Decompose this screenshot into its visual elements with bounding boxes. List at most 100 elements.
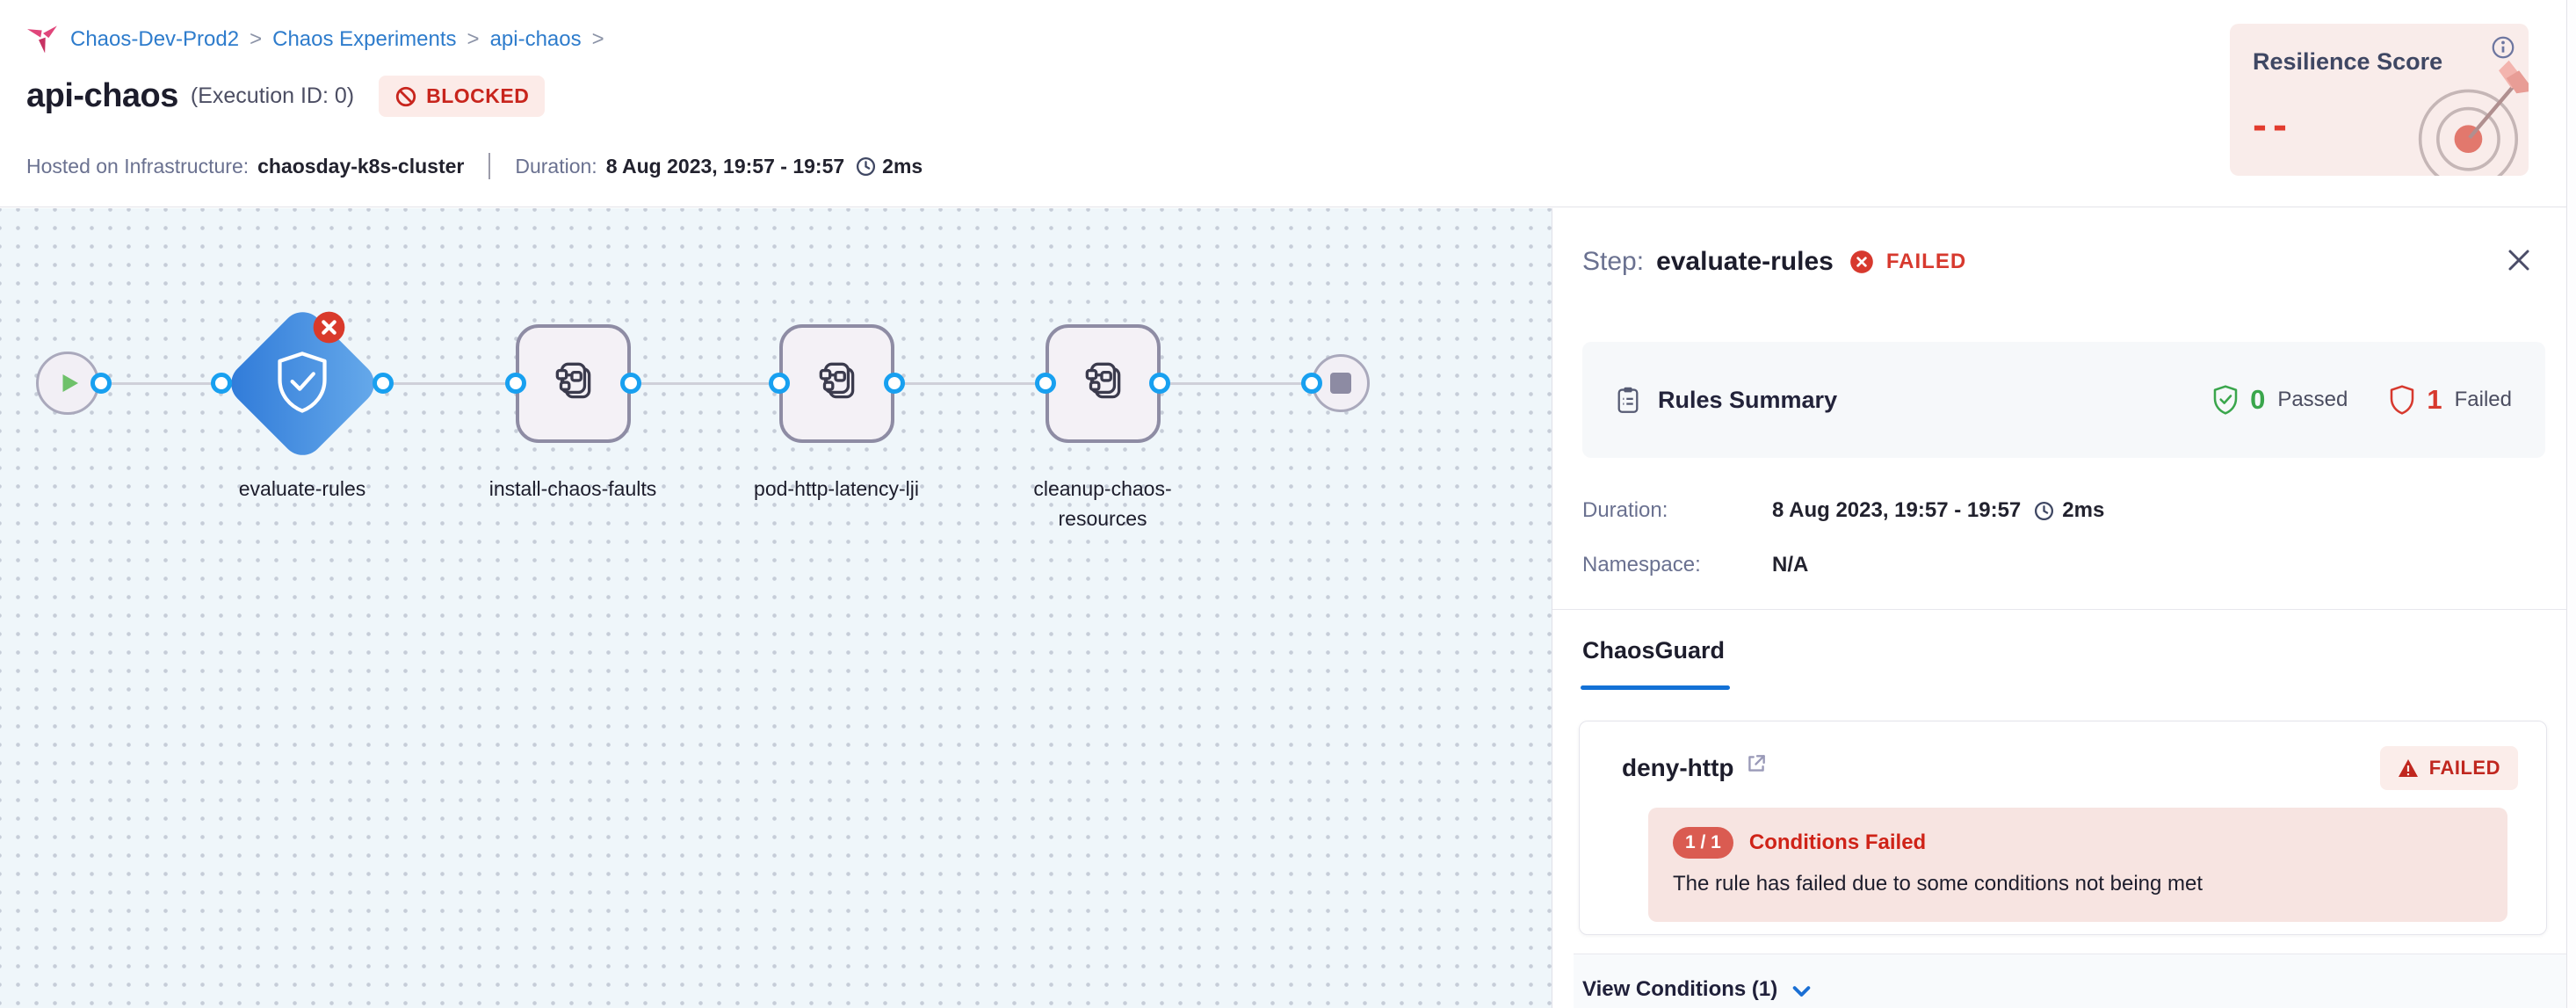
- target-illustration-icon: [2397, 55, 2529, 176]
- duration-elapsed: 2ms: [882, 154, 923, 178]
- rule-status-badge: FAILED: [2379, 746, 2518, 790]
- shield-failed-icon: [2388, 384, 2416, 416]
- infra-label: Hosted on Infrastructure:: [26, 154, 250, 178]
- node-evaluate-rules[interactable]: [222, 303, 383, 464]
- step-status-label: FAILED: [1885, 250, 1967, 273]
- rule-card-deny-http: deny-http FAILED: [1579, 721, 2547, 935]
- step-failed-badge-icon: [312, 310, 346, 344]
- conditions-failed-alert: 1 / 1 Conditions Failed The rule has fai…: [1648, 808, 2507, 922]
- passed-label: Passed: [2277, 388, 2348, 411]
- panel-footer: View Conditions (1): [1574, 954, 2576, 1008]
- tab-active-indicator: [1581, 685, 1730, 690]
- canvas-edge-dots: [0, 1003, 1552, 1008]
- connector-port: [884, 373, 905, 394]
- breadcrumb-experiments[interactable]: Chaos Experiments: [272, 26, 457, 51]
- connector-port: [211, 373, 232, 394]
- infra-value: chaosday-k8s-cluster: [257, 154, 465, 178]
- view-conditions-button[interactable]: View Conditions (1): [1582, 975, 1813, 1003]
- resilience-score-card: Resilience Score --: [2230, 24, 2529, 176]
- shield-passed-icon: [2211, 384, 2240, 416]
- step-label: Step:: [1582, 247, 1645, 276]
- conditions-failed-message: The rule has failed due to some conditio…: [1673, 872, 2203, 896]
- panel-duration-label: Duration:: [1582, 498, 1668, 522]
- breadcrumb-project[interactable]: Chaos-Dev-Prod2: [70, 26, 240, 51]
- passed-count: 0: [2250, 384, 2266, 415]
- edge: [631, 382, 779, 385]
- view-conditions-label: View Conditions (1): [1582, 976, 1778, 1001]
- rule-status-label: FAILED: [2428, 757, 2500, 779]
- node-pod-http-latency[interactable]: [779, 324, 894, 443]
- step-group-icon: [1079, 357, 1128, 410]
- clipboard-icon: [1616, 386, 1640, 414]
- conditions-ratio-pill: 1 / 1: [1673, 827, 1733, 859]
- step-details-panel: Step: evaluate-rules FAILED: [1552, 208, 2576, 1008]
- edge: [383, 382, 516, 385]
- node-install-chaos-faults[interactable]: [516, 324, 631, 443]
- connector-port: [769, 373, 790, 394]
- node-label-install-chaos-faults: install-chaos-faults: [488, 477, 657, 500]
- rule-name-link[interactable]: deny-http: [1622, 754, 1734, 781]
- resilience-score-value: --: [2253, 102, 2293, 149]
- connector-port: [1035, 373, 1056, 394]
- rules-summary-title: Rules Summary: [1658, 386, 1838, 413]
- connector-port: [505, 373, 526, 394]
- panel-divider: [1552, 609, 2576, 610]
- edge: [101, 382, 221, 385]
- connector-port: [620, 373, 641, 394]
- connector-port: [90, 373, 112, 394]
- duration-row: Duration: 8 Aug 2023, 19:57 - 19:57 2ms: [1582, 498, 2104, 523]
- node-label-pod-http-latency: pod-http-latency-lji: [754, 477, 919, 500]
- panel-duration-elapsed: 2ms: [2062, 498, 2105, 522]
- status-badge-label: BLOCKED: [426, 84, 530, 107]
- page-scrollbar[interactable]: [2566, 0, 2576, 1008]
- connector-port: [1149, 373, 1170, 394]
- meta-divider: [488, 153, 491, 179]
- node-label-evaluate-rules: evaluate-rules: [238, 477, 366, 500]
- chaos-module-icon: [26, 19, 60, 59]
- connector-port: [1301, 373, 1322, 394]
- duration-value: 8 Aug 2023, 19:57 - 19:57: [605, 154, 845, 178]
- chevron-down-icon: [1790, 979, 1813, 1003]
- play-icon: [56, 370, 83, 396]
- failed-label: Failed: [2454, 388, 2512, 411]
- breadcrumb-experiment-name[interactable]: api-chaos: [489, 26, 582, 51]
- clock-icon: [855, 156, 877, 178]
- node-label-cleanup-chaos-resources: cleanup-chaos-resources: [1033, 477, 1172, 530]
- breadcrumb-separator: >: [467, 26, 480, 51]
- tab-chaosguard[interactable]: ChaosGuard: [1582, 637, 1726, 664]
- failed-circle-icon: [1849, 250, 1874, 274]
- namespace-label: Namespace:: [1582, 553, 1701, 577]
- step-name: evaluate-rules: [1656, 247, 1834, 276]
- node-cleanup-chaos-resources[interactable]: [1046, 324, 1161, 443]
- panel-duration-value: 8 Aug 2023, 19:57 - 19:57: [1772, 498, 2022, 522]
- breadcrumb: Chaos-Dev-Prod2 > Chaos Experiments > ap…: [26, 19, 604, 59]
- pipeline-start-node[interactable]: [36, 352, 99, 415]
- edge: [1160, 382, 1312, 385]
- no-entry-icon: [394, 85, 417, 108]
- status-badge: BLOCKED: [379, 76, 546, 117]
- pipeline-canvas[interactable]: evaluate-rules install-chaos-faults pod-…: [0, 208, 1552, 1008]
- breadcrumb-separator: >: [591, 26, 604, 51]
- connector-port: [373, 373, 394, 394]
- title-row: api-chaos (Execution ID: 0) BLOCKED: [26, 76, 546, 117]
- clock-icon: [2033, 500, 2055, 522]
- conditions-failed-title: Conditions Failed: [1748, 830, 1927, 854]
- page-header: Chaos-Dev-Prod2 > Chaos Experiments > ap…: [0, 0, 2576, 207]
- step-group-icon: [813, 357, 862, 410]
- header-meta: Hosted on Infrastructure: chaosday-k8s-c…: [26, 153, 923, 179]
- resilience-score-title: Resilience Score: [2253, 48, 2443, 75]
- info-icon[interactable]: [2490, 34, 2516, 65]
- page-title: api-chaos: [26, 77, 178, 114]
- close-icon[interactable]: [2502, 243, 2536, 277]
- external-link-icon[interactable]: [1745, 752, 1768, 780]
- step-details-header: Step: evaluate-rules FAILED: [1582, 247, 2488, 277]
- step-group-icon: [549, 357, 598, 410]
- namespace-value: N/A: [1772, 553, 1809, 577]
- failed-count: 1: [2427, 384, 2442, 415]
- rules-summary-card: Rules Summary 0 Passed 1 F: [1582, 342, 2545, 458]
- duration-label: Duration:: [515, 154, 597, 178]
- namespace-row: Namespace: N/A: [1582, 553, 1808, 577]
- execution-id: (Execution ID: 0): [190, 83, 355, 108]
- stop-icon: [1330, 373, 1351, 394]
